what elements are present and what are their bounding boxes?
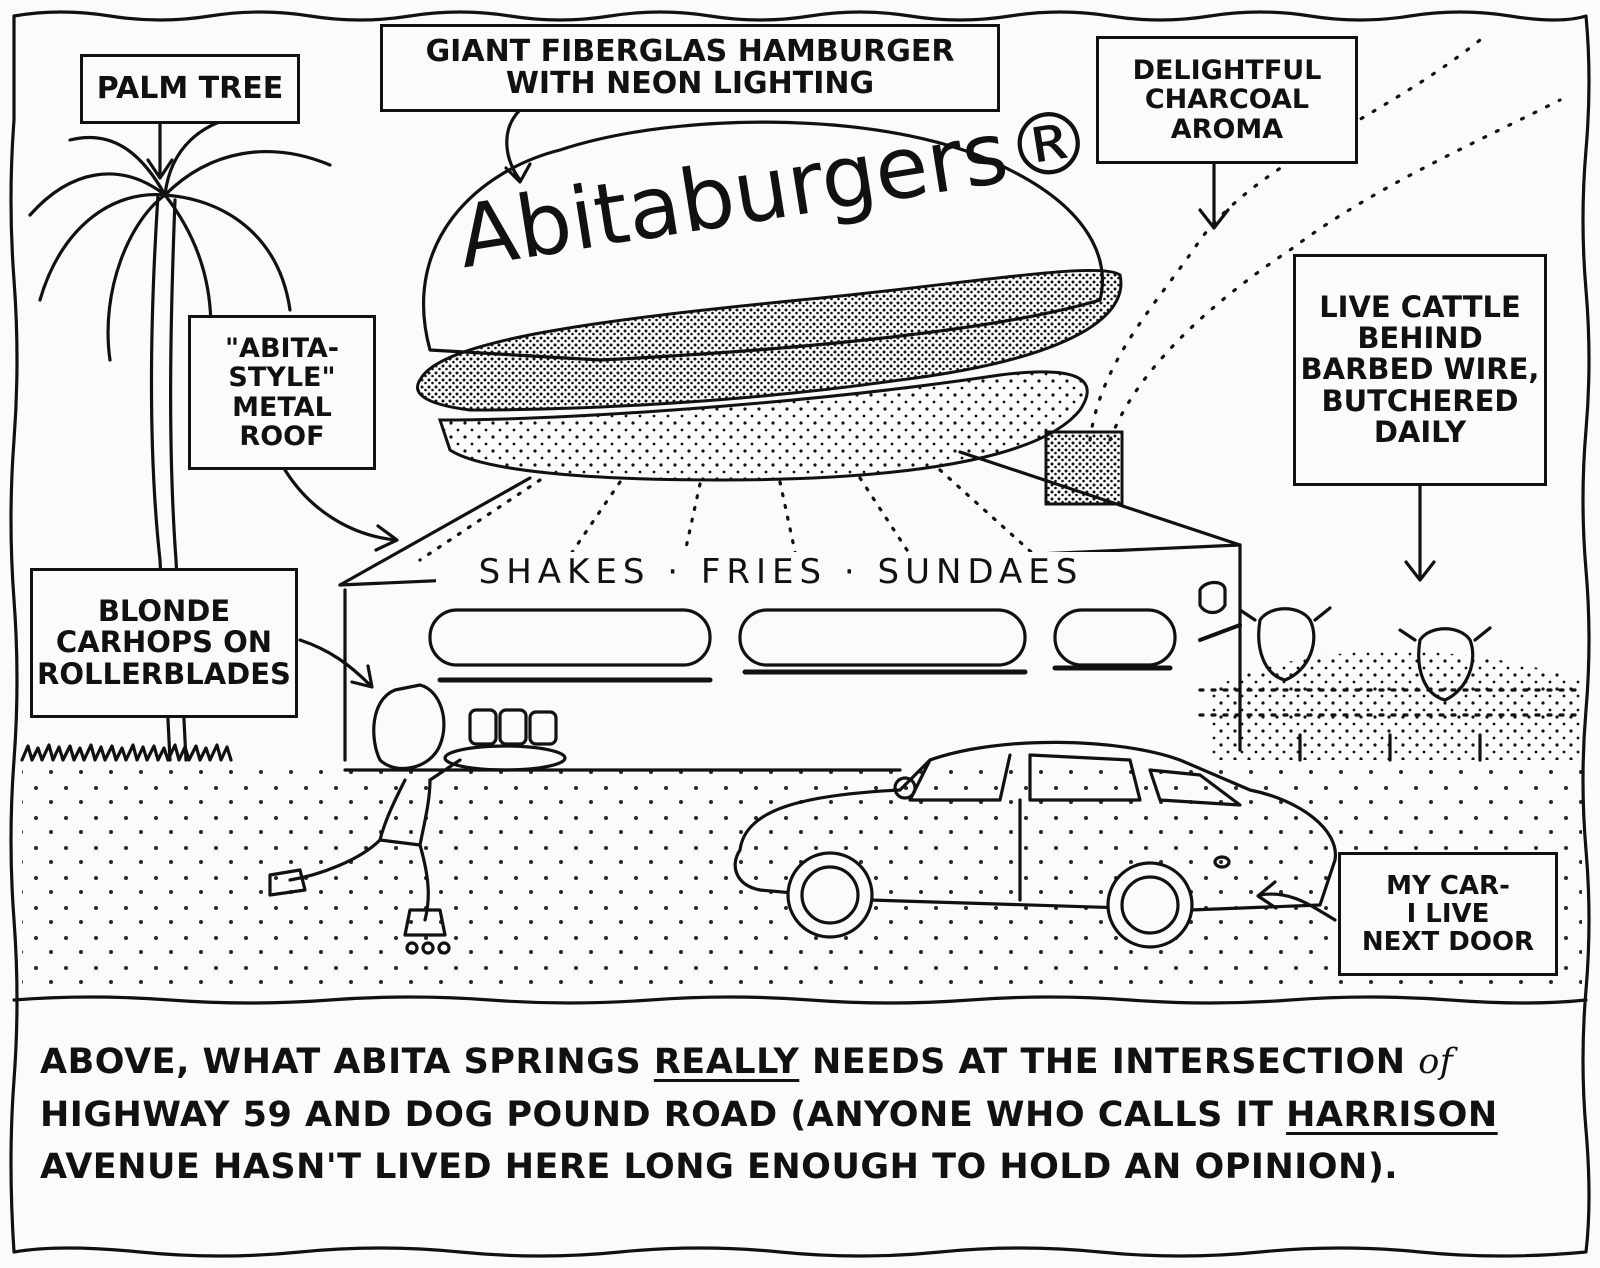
outer-frame [9, 10, 1591, 1258]
label-palm-tree: PALM TREE [80, 54, 300, 124]
grass [20, 743, 233, 762]
caption-part-3: Highway 59 and Dog Pound Road (anyone wh… [40, 1094, 1287, 1135]
drive-in-building [338, 450, 1242, 772]
smoke-trail [1088, 38, 1482, 442]
caption-of: of [1418, 1042, 1454, 1082]
caption-underline-harrison: Harrison [1286, 1094, 1498, 1135]
caption-text: Above, what Abita Springs really needs a… [40, 1036, 1565, 1228]
arrow-palm [146, 120, 174, 180]
label-aroma: DELIGHTFUL CHARCOAL AROMA [1096, 36, 1358, 164]
palm-tree [28, 113, 332, 762]
caption-divider [12, 995, 1588, 1005]
label-cattle: LIVE CATTLE BEHIND BARBED WIRE, BUTCHERE… [1293, 254, 1547, 486]
carhop [268, 683, 567, 955]
caption-part-1: Above, what Abita Springs [40, 1042, 654, 1082]
caption-part-2: needs at the intersection [799, 1042, 1419, 1082]
menu-line: SHAKES · FRIES · SUNDAES [436, 552, 1126, 602]
caption-underline-really: really [653, 1042, 800, 1082]
arrow-aroma [1198, 163, 1230, 230]
label-carhops: BLONDE CARHOPS ON ROLLERBLADES [30, 568, 298, 718]
arrow-car [1256, 880, 1337, 922]
arrow-carhops [298, 638, 374, 689]
arrow-hamburger [504, 108, 532, 184]
car [733, 740, 1337, 949]
arrow-roof [283, 468, 399, 552]
label-hamburger: GIANT FIBERGLAS HAMBURGER WITH NEON LIGH… [380, 24, 1000, 112]
label-roof: "ABITA- STYLE" METAL ROOF [188, 315, 376, 470]
hamburger-sign [416, 120, 1123, 577]
caption-part-4: Avenue hasn't lived here long enough to … [40, 1147, 1399, 1187]
arrow-cattle [1404, 484, 1436, 582]
label-car: MY CAR- I LIVE NEXT DOOR [1338, 852, 1558, 976]
cattle-pen [1198, 606, 1582, 762]
